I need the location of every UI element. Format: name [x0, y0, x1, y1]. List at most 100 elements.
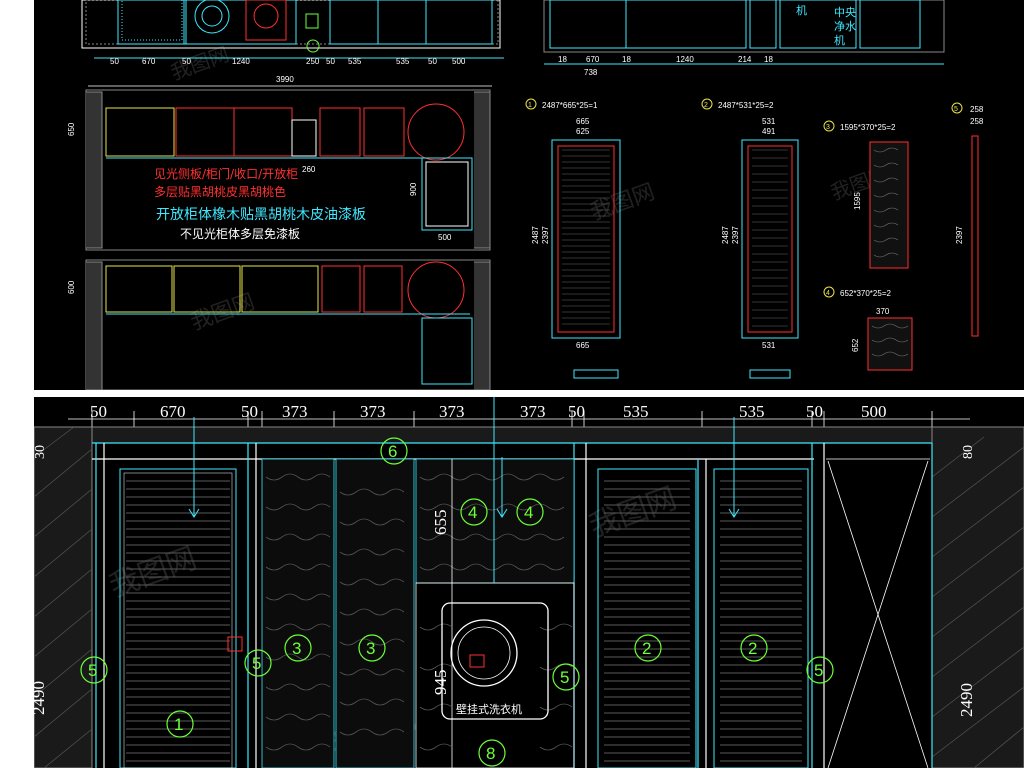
callout-number: 5 — [560, 668, 569, 687]
louver-lines — [752, 149, 788, 327]
part-number: 4 — [826, 290, 830, 297]
note-red-2: 多层贴黑胡桃皮黑胡桃色 — [154, 184, 286, 199]
dim-label: 738 — [584, 68, 598, 77]
note-red-1: 见光侧板/柜门/收口/开放柜 — [154, 166, 298, 181]
dim-label: 500 — [438, 233, 452, 242]
dim-label: 665 — [576, 117, 590, 126]
dim-label: 670 — [142, 57, 156, 66]
dim-label: 665 — [576, 341, 590, 350]
open-section-cross — [826, 458, 930, 768]
part-number: 1 — [528, 102, 532, 109]
top-drawing-svg: 我图网 我图网 我图网 我图网 50 670 50 1240 250 50 53… — [67, 0, 984, 390]
callout-number: 3 — [366, 639, 375, 658]
washer-label: 壁挂式洗衣机 — [456, 702, 522, 716]
callout-number: 5 — [814, 661, 823, 680]
plan-view-upper — [85, 89, 491, 251]
dim-label: 80 — [961, 445, 976, 459]
dim-label: 500 — [452, 57, 466, 66]
axis-lines — [188, 397, 740, 583]
dim-label: 670 — [160, 402, 186, 421]
part-spec: 2487*665*25=1 — [542, 101, 598, 110]
callout-numbers: 6 4 4 5 3 3 5 2 2 5 5 1 8 — [88, 442, 823, 763]
dim-label: 655 — [431, 510, 450, 536]
side-dimensions: 30 2490 80 2490 655 945 — [34, 445, 976, 717]
callout-number: 4 — [468, 503, 477, 522]
dim-label: 1240 — [232, 57, 250, 66]
dim-label: 50 — [428, 57, 437, 66]
dim-label: 18 — [764, 55, 773, 64]
callout-number: 8 — [486, 744, 495, 763]
main-elevation-panel: 我图网 我图网 我图网 50 670 50 373 373 373 373 50… — [34, 397, 1024, 768]
elevation-thumb-dims: 50 670 50 1240 250 50 535 535 50 500 399… — [88, 57, 492, 87]
part-spec: 2487*531*25=2 — [718, 101, 774, 110]
dim-label: 945 — [431, 670, 450, 696]
dim-label: 1240 — [676, 55, 694, 64]
dim-label: 2490 — [957, 683, 976, 717]
part-3-detail: 3 1595*370*25=2 1595 — [823, 120, 909, 269]
dim-label: 250 — [306, 57, 320, 66]
callout-number: 2 — [748, 639, 757, 658]
elevation-thumb-right — [543, 0, 945, 65]
device-label: 机 — [834, 33, 845, 47]
callout-number: 5 — [88, 661, 97, 680]
note-cyan: 开放柜体橡木贴黑胡桃木皮油漆板 — [156, 207, 366, 223]
watermark: 我图网 — [105, 541, 202, 605]
watermark: 我图网 — [588, 180, 659, 226]
dim-label: 652 — [851, 338, 860, 352]
dim-label: 50 — [326, 57, 335, 66]
part-2-detail: 2 2487*531*25=2 531 491 2487 2397 531 — [701, 98, 799, 379]
callout-number: 4 — [524, 503, 533, 522]
top-dimensions: 50 670 50 373 373 373 373 50 535 535 50 … — [68, 402, 970, 427]
plan-depth-dim: 650 — [67, 122, 76, 136]
callout-number: 5 — [252, 654, 261, 673]
part-spec: 652*370*25=2 — [840, 289, 891, 298]
device-label: 净水 — [834, 19, 856, 33]
dim-label: 18 — [622, 55, 631, 64]
plan-depth-dim: 600 — [67, 280, 76, 294]
dim-label: 30 — [34, 445, 48, 459]
dim-label: 370 — [876, 307, 890, 316]
dim-label: 2397 — [731, 226, 740, 244]
louvered-door-2b — [713, 468, 809, 768]
louvered-door-2a — [597, 468, 697, 768]
watermark: 我图网 — [188, 290, 259, 336]
dim-label: 2490 — [34, 681, 48, 715]
part-number: 3 — [826, 124, 830, 131]
dim-label: 535 — [623, 402, 649, 421]
red-marker — [227, 636, 243, 652]
wall-washer-machine — [441, 602, 549, 720]
dim-label: 373 — [282, 402, 308, 421]
callout-bubbles — [80, 437, 834, 767]
overall-width-dim: 3990 — [276, 75, 294, 84]
elevation-thumb-left — [81, 0, 504, 59]
device-label: 机 — [796, 3, 807, 17]
device-label: 中央 — [834, 6, 856, 19]
dim-label: 50 — [806, 402, 823, 421]
part-spec: 258 — [970, 117, 984, 126]
dim-label: 500 — [861, 402, 887, 421]
dim-label: 625 — [576, 127, 590, 136]
plan-view-lower — [85, 259, 491, 390]
dim-label: 491 — [762, 127, 776, 136]
dim-label: 2487 — [721, 226, 730, 244]
dim-label: 670 — [586, 55, 600, 64]
note-white: 不见光柜体多层免漆板 — [180, 226, 300, 241]
dim-label: 214 — [738, 55, 752, 64]
part-4-detail: 4 652*370*25=2 370 652 — [823, 286, 913, 371]
dim-label: 50 — [182, 57, 191, 66]
dim-label: 50 — [110, 57, 119, 66]
callout-number: 2 — [642, 639, 651, 658]
dim-label: 2397 — [541, 226, 550, 244]
dim-label: 50 — [568, 402, 585, 421]
dim-label: 531 — [762, 117, 776, 126]
dim-label: 535 — [396, 57, 410, 66]
part-number: 2 — [704, 102, 708, 109]
part-5-detail: 5 258 258 2397 — [951, 102, 984, 337]
top-drawing-panel: 我图网 我图网 我图网 我图网 50 670 50 1240 250 50 53… — [34, 0, 1024, 390]
part-spec: 1595*370*25=2 — [840, 123, 896, 132]
dim-label: 18 — [558, 55, 567, 64]
dim-label: 535 — [739, 402, 765, 421]
dim-label: 900 — [409, 182, 418, 196]
callout-number: 6 — [388, 442, 397, 461]
main-elevation-svg: 我图网 我图网 我图网 50 670 50 373 373 373 373 50… — [34, 397, 1024, 768]
